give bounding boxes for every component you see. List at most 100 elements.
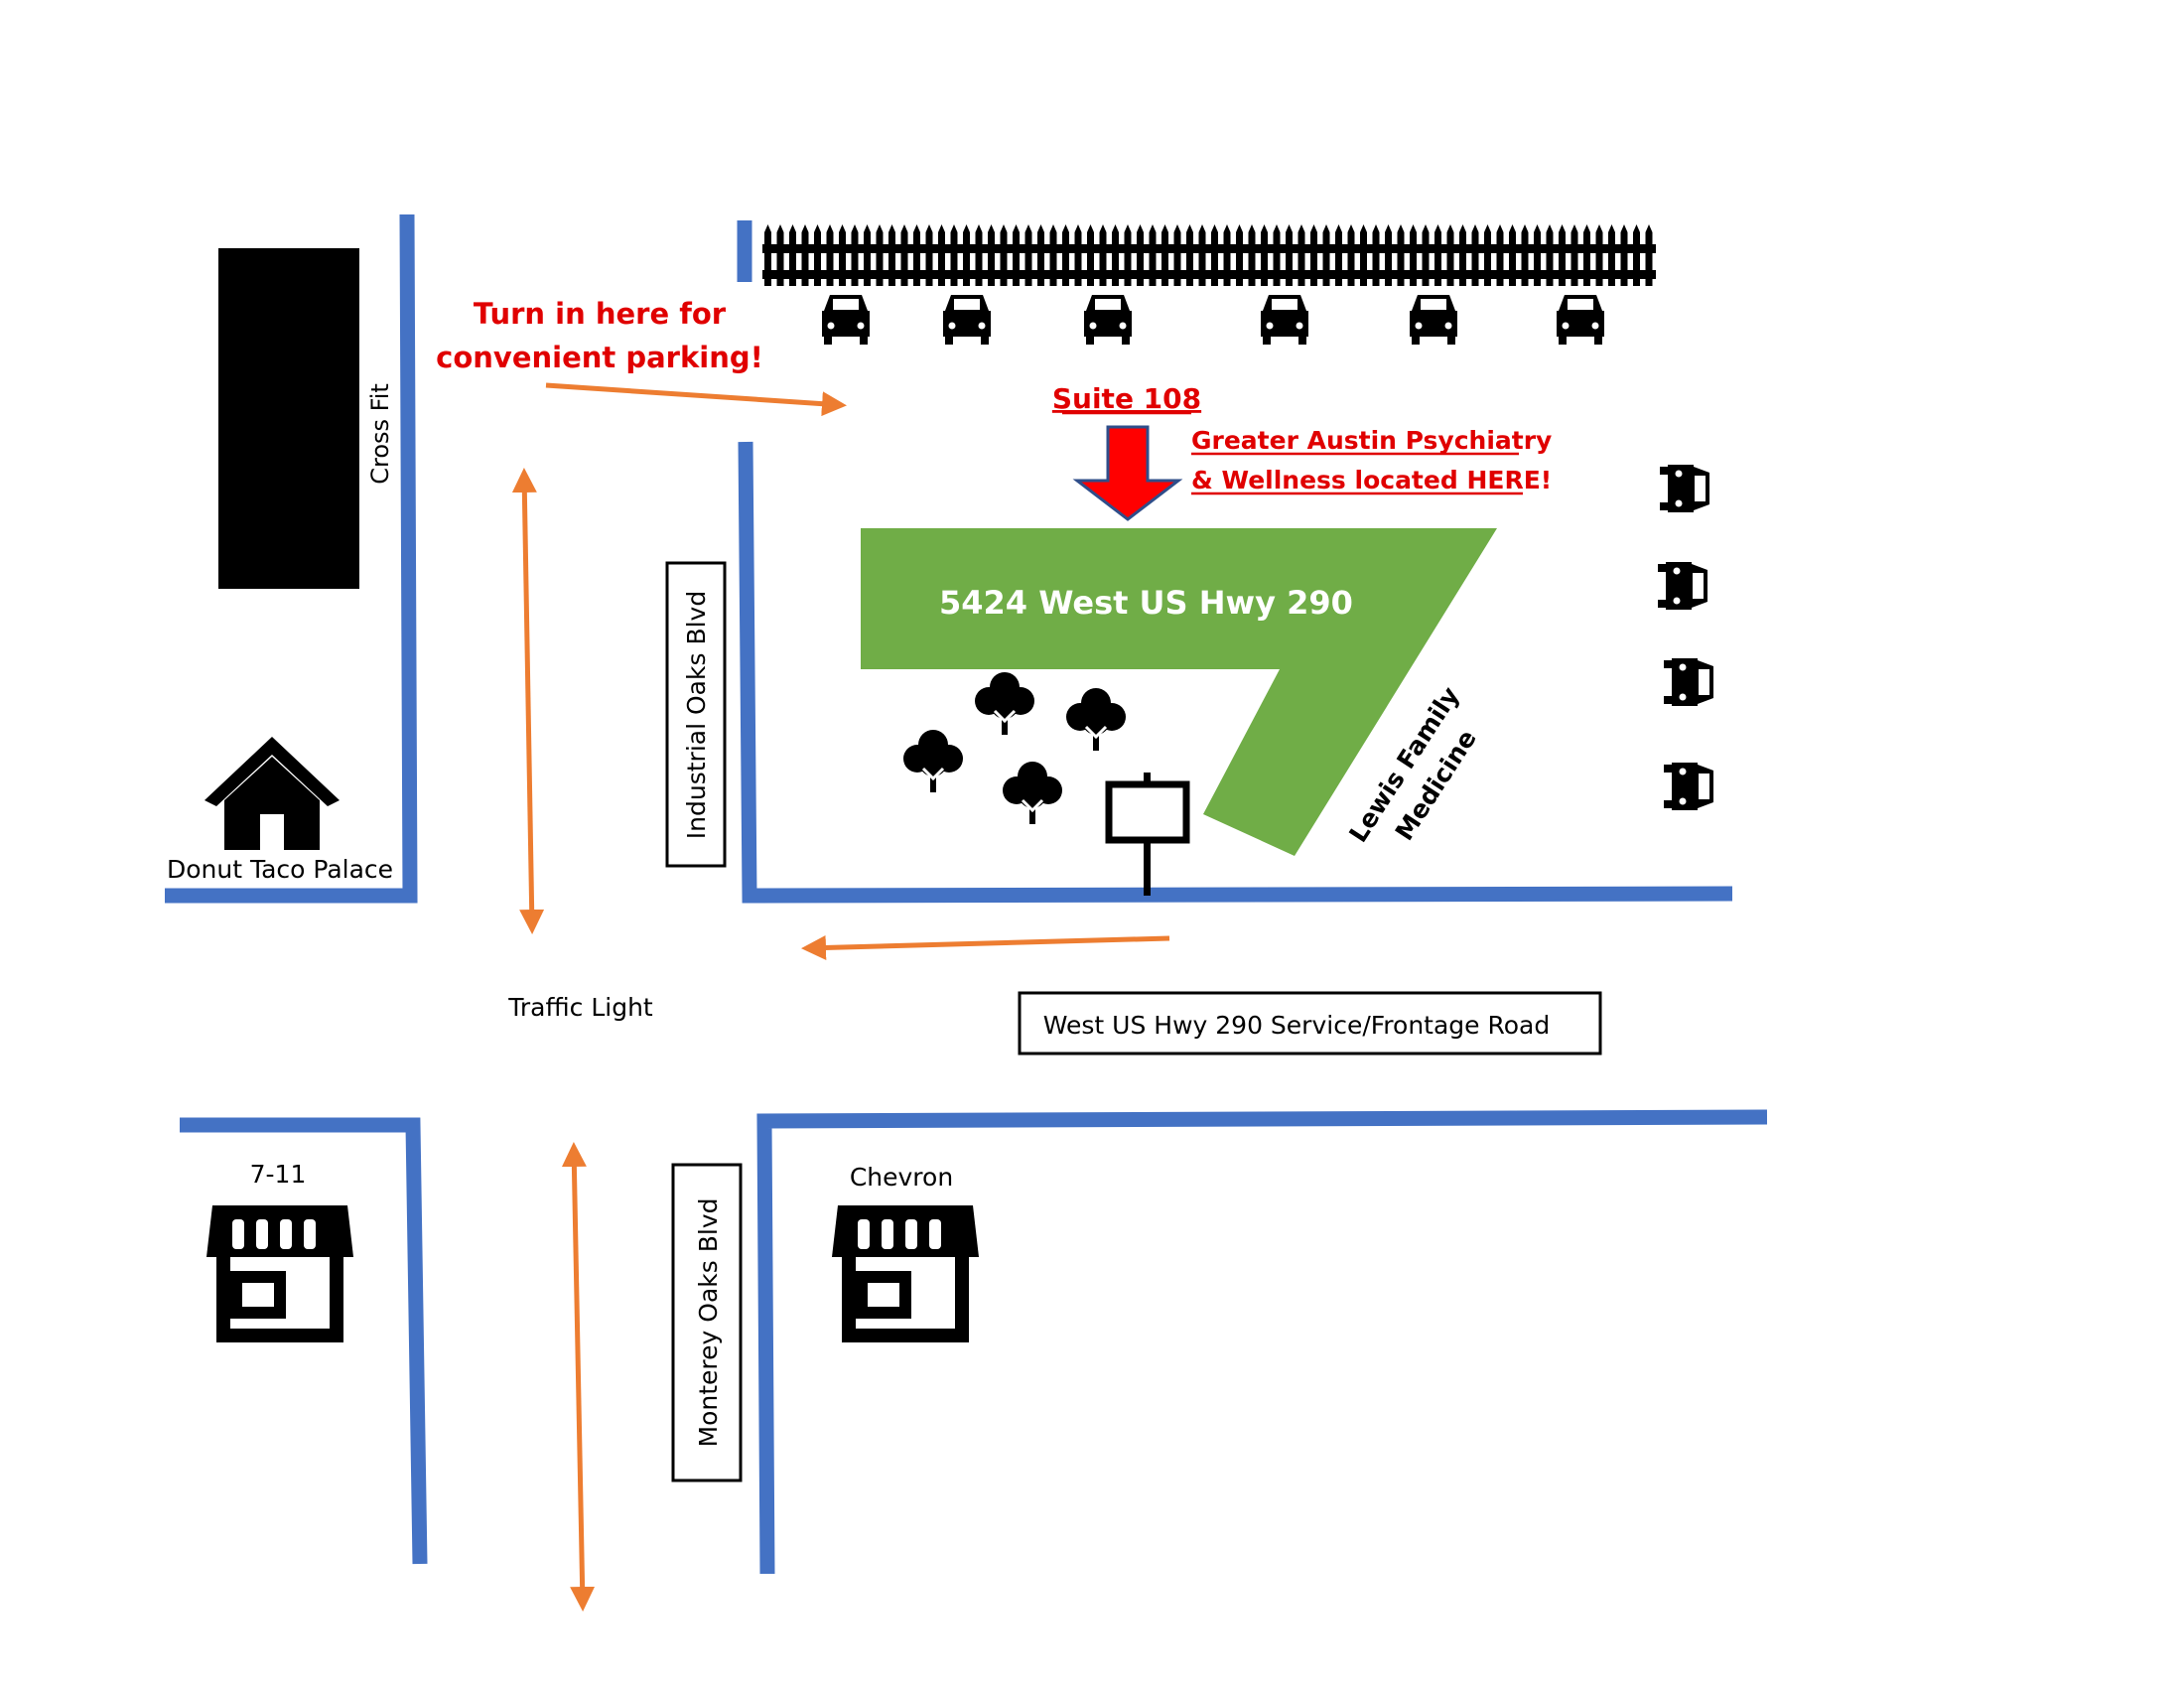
fence-picket bbox=[1446, 224, 1454, 286]
fence-picket bbox=[1322, 224, 1330, 286]
fence-picket bbox=[1137, 224, 1144, 286]
fence-picket bbox=[1261, 224, 1268, 286]
fence-picket bbox=[888, 224, 895, 286]
fence-picket bbox=[1484, 224, 1491, 286]
fence-picket bbox=[1062, 224, 1069, 286]
fence-picket bbox=[1633, 224, 1640, 286]
fence-picket bbox=[1000, 224, 1008, 286]
parking-callout-line1: Turn in here for bbox=[474, 297, 727, 331]
fence-picket bbox=[1434, 224, 1441, 286]
fence-picket bbox=[1509, 224, 1516, 286]
fence-picket bbox=[1546, 224, 1554, 286]
car-icon bbox=[822, 295, 870, 345]
fence-picket bbox=[1124, 224, 1132, 286]
fence-picket bbox=[1397, 224, 1405, 286]
road-cross-fit-edge bbox=[165, 213, 418, 904]
road-seven-eleven-edge bbox=[180, 1117, 428, 1565]
fence-picket bbox=[1273, 224, 1281, 286]
chevron-label: Chevron bbox=[850, 1163, 953, 1192]
practice-callout-line2: & Wellness located HERE! bbox=[1191, 466, 1552, 494]
tree-icon bbox=[1064, 686, 1128, 753]
cross-fit-label: Cross Fit bbox=[366, 383, 394, 485]
fence-picket bbox=[864, 224, 871, 286]
parking-entry-arrow bbox=[545, 382, 847, 417]
fence-picket bbox=[1024, 224, 1032, 286]
fence-picket bbox=[988, 224, 995, 286]
car-icon bbox=[1084, 295, 1132, 345]
fence-picket bbox=[1347, 224, 1355, 286]
fence-picket bbox=[1149, 224, 1157, 286]
fence-picket bbox=[1248, 224, 1256, 286]
fence-picket bbox=[1645, 224, 1653, 286]
fence-picket bbox=[826, 224, 834, 286]
fence-picket bbox=[1037, 224, 1044, 286]
trees bbox=[901, 670, 1128, 826]
fence-picket bbox=[1211, 224, 1218, 286]
monterey-oaks-label: Monterey Oaks Blvd bbox=[694, 1198, 723, 1448]
house-icon bbox=[205, 737, 340, 850]
fence-picket bbox=[938, 224, 945, 286]
fence-picket bbox=[1608, 224, 1615, 286]
fence-picket bbox=[1620, 224, 1628, 286]
fence-picket bbox=[1236, 224, 1243, 286]
fence-picket bbox=[963, 224, 970, 286]
fence-picket bbox=[1360, 224, 1367, 286]
fence-picket bbox=[1049, 224, 1057, 286]
monterey-oaks-two-way-arrow bbox=[561, 1142, 596, 1612]
fence-picket bbox=[1173, 224, 1181, 286]
fence-picket bbox=[789, 224, 796, 286]
fence-picket bbox=[1521, 224, 1529, 286]
fence-picket bbox=[1013, 224, 1020, 286]
fence-picket bbox=[1198, 224, 1206, 286]
traffic-arrows bbox=[511, 382, 1170, 1612]
fence-picket bbox=[1534, 224, 1541, 286]
car-icon bbox=[1658, 562, 1707, 610]
industrial-oaks-label: Industrial Oaks Blvd bbox=[682, 591, 711, 839]
fence-picket bbox=[1422, 224, 1430, 286]
office-building bbox=[861, 528, 1497, 856]
car-icon bbox=[1261, 295, 1308, 345]
frontage-road-label: West US Hwy 290 Service/Frontage Road bbox=[1043, 1011, 1550, 1040]
fence-picket bbox=[814, 224, 821, 286]
road-industrial-oaks-edge bbox=[738, 441, 1733, 904]
fence-picket bbox=[764, 224, 771, 286]
fence-picket bbox=[950, 224, 958, 286]
storefront-icon bbox=[206, 1205, 353, 1342]
car-icon bbox=[1664, 658, 1713, 706]
parking-row-right bbox=[1658, 465, 1713, 810]
industrial-oaks-two-way-arrow bbox=[511, 468, 545, 934]
traffic-light-label: Traffic Light bbox=[507, 993, 653, 1022]
fence-picket bbox=[1459, 224, 1466, 286]
car-icon bbox=[1660, 465, 1709, 512]
tree-icon bbox=[973, 670, 1036, 737]
fence-picket bbox=[876, 224, 884, 286]
fence-picket bbox=[900, 224, 908, 286]
fence-picket bbox=[839, 224, 846, 286]
practice-callout-line1: Greater Austin Psychiatry bbox=[1191, 426, 1552, 455]
fence-picket bbox=[1286, 224, 1293, 286]
fence-picket bbox=[1559, 224, 1566, 286]
fence-picket bbox=[1385, 224, 1392, 286]
fence-picket bbox=[1099, 224, 1107, 286]
fence-picket bbox=[1335, 224, 1342, 286]
fence-picket bbox=[1471, 224, 1479, 286]
fence-picket bbox=[1186, 224, 1193, 286]
down-arrow-icon bbox=[1072, 425, 1183, 521]
sign-post-icon bbox=[1105, 773, 1190, 896]
fence-picket bbox=[1310, 224, 1317, 286]
suite-label: Suite 108 bbox=[1052, 382, 1201, 415]
fence-picket bbox=[1087, 224, 1094, 286]
fence-picket bbox=[1372, 224, 1380, 286]
car-icon bbox=[1557, 295, 1604, 345]
fence-picket bbox=[925, 224, 933, 286]
frontage-road-label-box bbox=[1018, 991, 1602, 1055]
monterey-oaks-label-box bbox=[671, 1163, 743, 1482]
car-icon bbox=[1410, 295, 1457, 345]
fence-picket bbox=[1583, 224, 1590, 286]
roads bbox=[165, 213, 1768, 1575]
parking-callout-line2: convenient parking! bbox=[436, 341, 763, 374]
fence-picket bbox=[851, 224, 859, 286]
fence-icon bbox=[762, 224, 1656, 286]
car-icon bbox=[943, 295, 991, 345]
road-service-road-south-edge bbox=[756, 1109, 1768, 1575]
